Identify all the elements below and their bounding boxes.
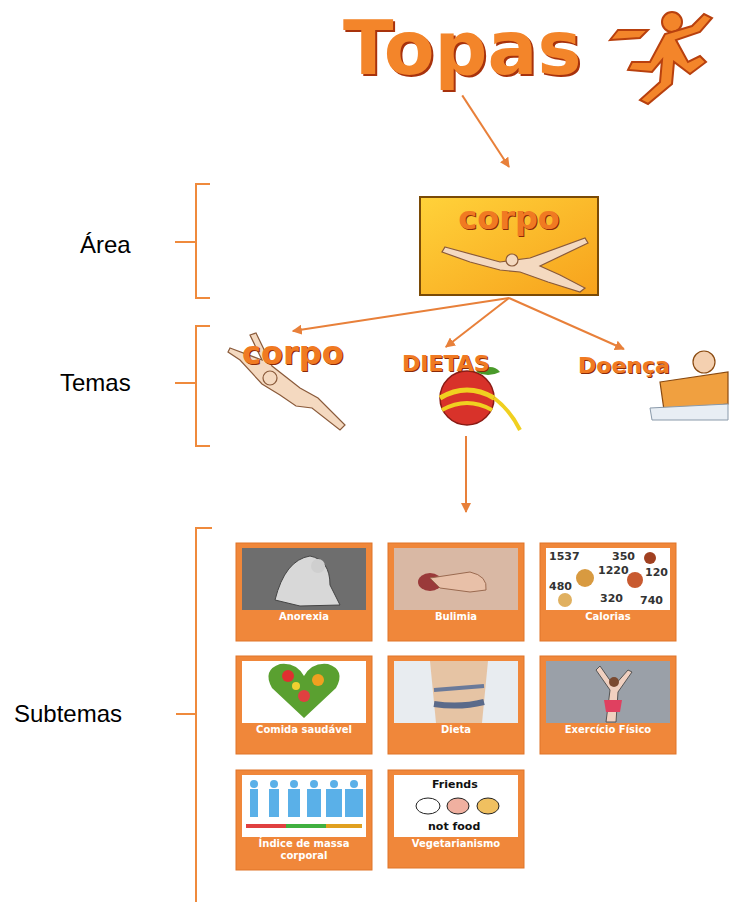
theme-label: DIETAS <box>398 350 494 378</box>
apple-icon <box>440 367 520 430</box>
level-label: Subtemas <box>14 700 122 728</box>
card-frame <box>388 543 524 641</box>
card-caption: Calorias <box>544 611 672 623</box>
calorie-number: 320 <box>600 592 623 605</box>
card-caption: Índice de massa corporal <box>240 838 368 862</box>
runner-figure <box>610 12 712 104</box>
connector <box>465 436 467 512</box>
node-text: Topas <box>343 8 581 89</box>
card-caption: Bulimia <box>392 611 520 623</box>
theme-label: corpo <box>238 334 348 373</box>
card-frame <box>236 770 372 870</box>
picture-text: not food <box>428 820 480 833</box>
card-caption: Anorexia <box>240 611 368 623</box>
area-box: corpo <box>420 197 598 295</box>
card-frame <box>540 656 676 754</box>
theme-label: Doença <box>574 352 674 380</box>
bracket <box>175 184 212 902</box>
card-caption: Vegetarianismo <box>392 838 520 850</box>
card-picture-ground <box>394 661 518 723</box>
card-picture-ground <box>242 661 366 723</box>
card-picture-ground <box>394 775 518 837</box>
card-picture-ground <box>546 548 670 610</box>
card-picture <box>242 548 670 837</box>
card-frame <box>388 770 524 868</box>
card-picture-ground <box>242 548 366 610</box>
picture-text: Friends <box>432 778 478 791</box>
connector <box>293 298 509 331</box>
card-caption: Comida saudável <box>240 724 368 736</box>
area-box-ground <box>420 197 598 295</box>
calorie-number: 350 <box>612 550 635 563</box>
node-text: Doença <box>574 352 674 380</box>
card-picture-ground <box>242 775 366 837</box>
subtopic-card: Bulimia <box>392 611 520 623</box>
card-frame <box>388 656 524 754</box>
body-figure <box>442 238 588 292</box>
subtopic-card: Calorias <box>544 611 672 623</box>
level-label: Área <box>80 231 131 259</box>
calorie-number: 120 <box>645 566 668 579</box>
connector <box>446 298 509 347</box>
card-picture-ground <box>546 661 670 723</box>
subtopic-card: Dieta <box>392 724 520 736</box>
calorie-number: 740 <box>640 594 663 607</box>
logo-title: Topas <box>343 8 581 89</box>
connector <box>509 298 624 349</box>
calorie-number: 1537 <box>549 550 580 563</box>
level-label: Temas <box>60 369 131 397</box>
subtopic-card: Vegetarianismo <box>392 838 520 850</box>
node-text: corpo <box>420 197 598 236</box>
subtopic-card: Índice de massa corporal <box>240 838 368 862</box>
card-frame <box>540 543 676 641</box>
connector <box>462 95 509 167</box>
card-caption: Exercício Físico <box>544 724 672 736</box>
card-caption: Dieta <box>392 724 520 736</box>
calorie-number: 480 <box>549 580 572 593</box>
node-text: corpo <box>238 334 348 373</box>
card-picture-ground <box>394 548 518 610</box>
subtopic-card: Exercício Físico <box>544 724 672 736</box>
subtopic-card: Comida saudável <box>240 724 368 736</box>
node-text: DIETAS <box>398 350 494 378</box>
card-frame <box>236 543 372 641</box>
subtopic-card: Anorexia <box>240 611 368 623</box>
calorie-number: 1220 <box>598 564 629 577</box>
card-frame <box>236 656 372 754</box>
